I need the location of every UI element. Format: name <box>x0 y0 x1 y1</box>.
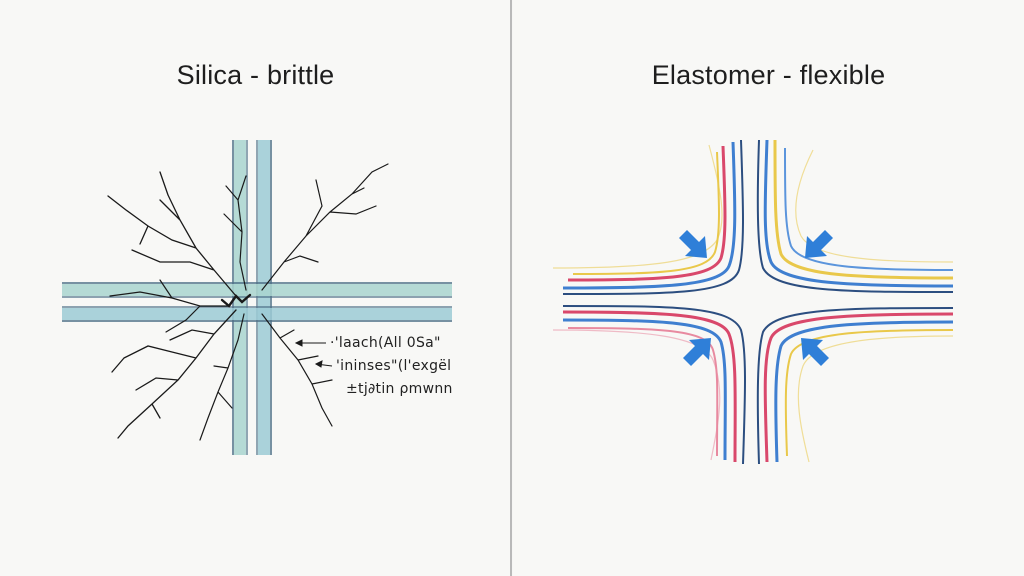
crack-left <box>109 279 230 333</box>
silica-diagram <box>62 140 452 455</box>
silica-annotation-1: ·'laach(All 0Sa" <box>330 335 441 351</box>
elastomer-lower-left-bundle <box>562 305 746 465</box>
lr-yellow <box>784 329 954 457</box>
crack-up-right <box>261 163 389 291</box>
arrow-lower-left <box>683 338 711 366</box>
elastomer-panel: Elastomer - flexible <box>513 0 1024 576</box>
crack-down <box>199 313 245 441</box>
ll-pink <box>567 327 719 457</box>
crack-up <box>223 175 247 291</box>
arrow-lower-right <box>801 338 829 366</box>
panel-divider <box>510 0 512 576</box>
silica-leader-lines <box>294 339 333 368</box>
ul-red <box>567 145 727 282</box>
lr-blue <box>774 320 954 463</box>
compression-arrows <box>679 230 833 366</box>
crack-down-right <box>261 313 333 427</box>
silica-panel: Silica - brittle <box>0 0 511 576</box>
crack-down-left <box>111 309 237 439</box>
silica-annotation-2: 'ininses"(l'exgël <box>336 358 452 374</box>
ll-blue <box>562 318 727 461</box>
elastomer-title: Elastomer - flexible <box>651 60 886 90</box>
ul-yellow <box>572 151 720 275</box>
ur-yellow <box>773 139 954 280</box>
elastomer-faint-filaments <box>552 144 954 463</box>
ul-navy <box>562 139 744 295</box>
ll-red <box>562 310 737 463</box>
filament-yellow-lr <box>797 335 954 463</box>
silica-horizontal-fibers <box>62 282 452 322</box>
silica-cracks <box>107 163 389 441</box>
ur-blue-2 <box>784 147 954 271</box>
ul-blue <box>562 141 737 290</box>
ll-navy <box>562 305 746 465</box>
silica-annotation-3: ±tj∂tin ρmwnn <box>346 381 453 397</box>
lr-red <box>763 312 954 463</box>
arrow-upper-right <box>805 230 833 258</box>
elastomer-upper-right-bundle <box>756 139 954 293</box>
silica-title: Silica - brittle <box>176 60 335 90</box>
silica-fiber-h2 <box>62 308 452 320</box>
elastomer-diagram <box>552 139 954 465</box>
ur-navy <box>756 139 954 293</box>
crack-up-left <box>107 171 237 297</box>
silica-fiber-h1 <box>62 284 452 296</box>
elastomer-upper-left-bundle <box>562 139 744 295</box>
ur-blue <box>763 139 954 288</box>
lr-navy <box>756 307 954 465</box>
leader-arrow-1 <box>294 339 303 347</box>
arrow-upper-left <box>679 230 707 258</box>
filament-yellow-ur <box>795 149 954 263</box>
elastomer-lower-right-bundle <box>756 307 954 465</box>
leader-arrow-2 <box>314 360 323 368</box>
